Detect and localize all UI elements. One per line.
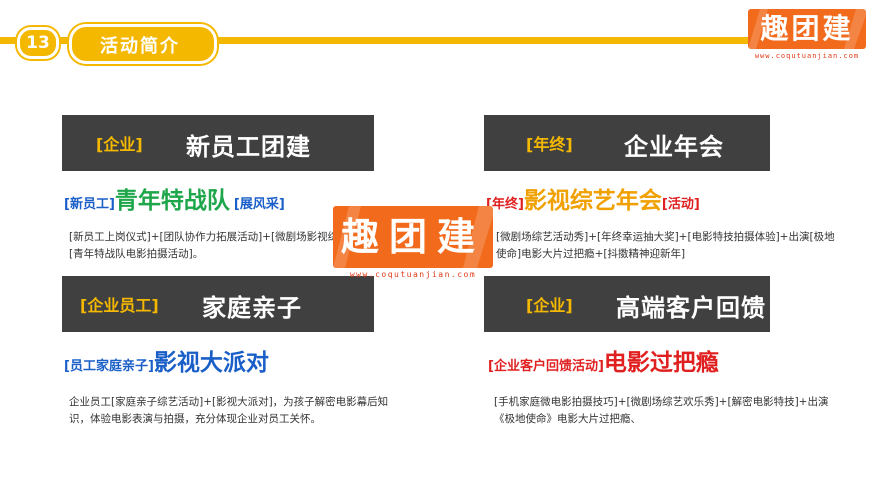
card-header-new-employee: [企业] 新员工团建 [62,115,374,171]
section-number: 13 [17,27,59,59]
card-subtitle: [新员工]青年特战队[展风采] [64,181,285,215]
card-subtitle: [员工家庭亲子]影视大派对 [64,343,269,377]
card-subtitle: [企业客户回馈活动]电影过把瘾 [488,343,719,377]
subtitle-left: [新员工] [64,197,115,212]
subtitle-right: [展风采] [233,197,285,212]
card-subtitle: [年终]影视综艺年会[活动] [486,181,700,215]
card-header-annual-party: [年终] 企业年会 [484,115,770,171]
card-header-client: [企业] 高端客户回馈 [484,276,770,332]
card-header-family: [企业员工] 家庭亲子 [62,276,374,332]
watermark-text: 趣团建 [340,215,485,259]
card-tag: [企业] [96,135,143,154]
logo-stripes-icon [748,9,866,49]
subtitle-main: 影视综艺年会 [523,188,662,214]
subtitle-left: [员工家庭亲子] [64,359,154,374]
section-title-pill: 活动简介 [69,24,217,64]
watermark-badge: 趣团建 [333,206,493,268]
card-tag: [年终] [526,135,573,154]
subtitle-left: [企业客户回馈活动] [488,359,604,374]
logo: 趣团建 www.coqutuanjian.com [748,9,866,61]
card-title: 家庭亲子 [202,294,302,322]
logo-url: www.coqutuanjian.com [754,52,860,60]
logo-badge: 趣团建 [748,9,866,49]
watermark-stripes-icon [333,206,493,268]
card-title: 企业年会 [624,133,724,161]
card-tag: [企业员工] [80,296,159,315]
card-description: [微剧场综艺活动秀]+[年终幸运抽大奖]+[电影特技拍摄体验]+出演[极地使命]… [496,231,835,260]
header-bar [0,37,756,44]
subtitle-main: 电影过把瘾 [603,350,719,376]
card-title: 高端客户回馈 [616,294,766,322]
card-description: [手机家庭微电影拍摄技巧]+[微剧场综艺欢乐秀]+[解密电影特技]+出演《极地使… [494,396,829,425]
watermark-url: www.coqutuanjian.com [349,270,477,279]
card-description: [新员工上岗仪式]+[团队协作力拓展活动]+[微剧场影视综艺秀]+[青年特战队电… [69,231,372,260]
subtitle-left: [年终] [486,197,524,212]
watermark: 趣团建 www.coqutuanjian.com [333,206,493,282]
logo-text: 趣团建 [760,12,854,45]
section-title: 活动简介 [100,36,180,57]
card-tag: [企业] [526,296,573,315]
subtitle-right: [活动] [661,197,700,212]
card-description: 企业员工[家庭亲子综艺活动]+[影视大派对]，为孩子解密电影幕后知识，体验电影表… [69,396,389,425]
card-title: 新员工团建 [186,133,311,161]
subtitle-main: 青年特战队 [114,188,230,214]
subtitle-main: 影视大派对 [153,350,269,376]
